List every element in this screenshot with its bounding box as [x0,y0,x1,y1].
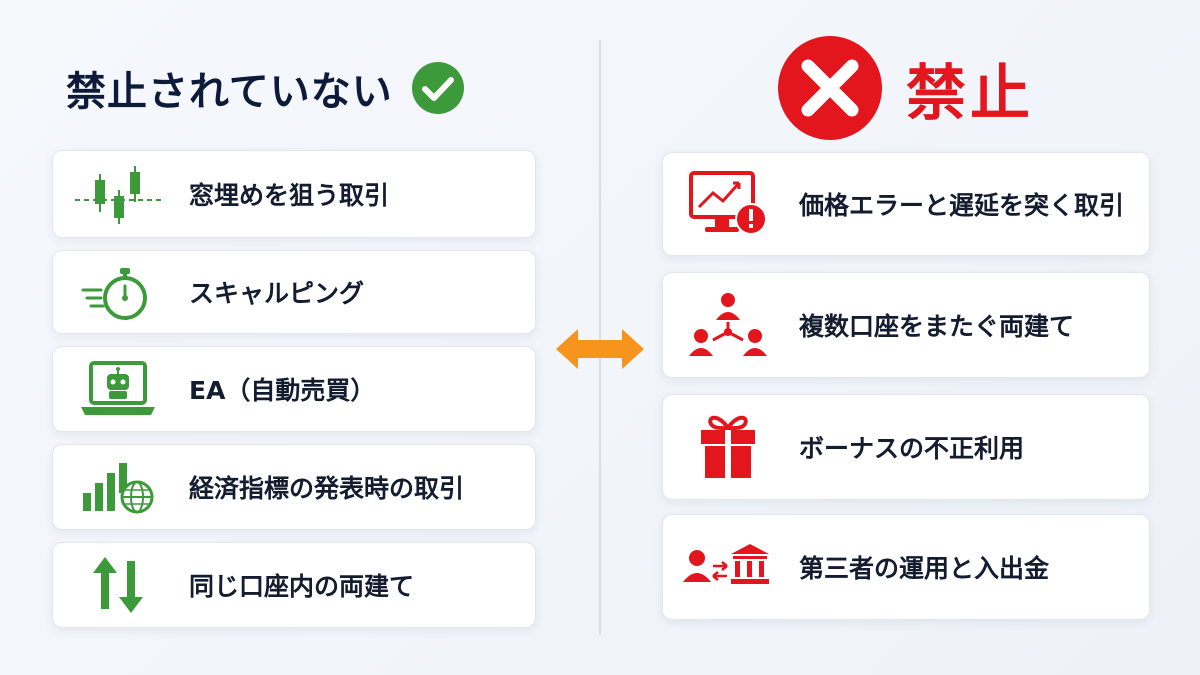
prohibited-item-label: 価格エラーと遅延を突く取引 [799,191,1125,220]
stopwatch-icon [81,268,147,320]
prohibited-item-label: 複数口座をまたぐ両建て [799,312,1075,341]
monitor-alert-icon [689,171,767,235]
prohibited-item-price-error: 価格エラーと遅延を突く取引 [662,152,1150,256]
up-down-arrows-icon [93,557,143,613]
allowed-item-label: 経済指標の発表時の取引 [189,474,465,503]
candlestick-chart-icon [75,166,161,224]
prohibited-item-label: 第三者の運用と入出金 [799,554,1050,583]
user-bank-transfer-icon [683,544,769,584]
allowed-item-gap-trading: 窓埋めを狙う取引 [52,150,536,238]
prohibited-item-third-party: 第三者の運用と入出金 [662,514,1150,620]
check-circle-icon [411,62,464,114]
prohibited-item-bonus-abuse: ボーナスの不正利用 [662,394,1150,500]
allowed-item-label: 同じ口座内の両建て [189,572,415,601]
center-divider [599,40,601,635]
x-circle-icon [778,36,882,140]
allowed-item-label: EA（自動売買） [189,376,376,405]
allowed-item-label: 窓埋めを狙う取引 [189,181,390,210]
bar-chart-globe-icon [83,463,154,514]
robot-laptop-icon [81,361,155,415]
prohibited-item-multi-account-hedge: 複数口座をまたぐ両建て [662,272,1150,378]
user-network-icon [689,293,767,356]
prohibited-column: 禁止 [662,36,1148,140]
allowed-item-label: スキャルピング [189,279,365,308]
allowed-column: 禁止されていない [52,50,534,126]
allowed-item-same-account-hedge: 同じ口座内の両建て [52,542,536,628]
allowed-item-economic-indicators: 経済指標の発表時の取引 [52,444,536,530]
gift-box-icon [701,415,755,478]
allowed-item-ea: EA（自動売買） [52,346,536,432]
allowed-item-scalping: スキャルピング [52,250,536,334]
prohibited-header: 禁止 [662,36,1148,140]
prohibited-title: 禁止 [906,58,1034,129]
double-arrow-icon [556,329,644,369]
prohibited-item-label: ボーナスの不正利用 [799,434,1025,463]
allowed-title: 禁止されていない [66,69,393,115]
allowed-header: 禁止されていない [52,50,534,126]
